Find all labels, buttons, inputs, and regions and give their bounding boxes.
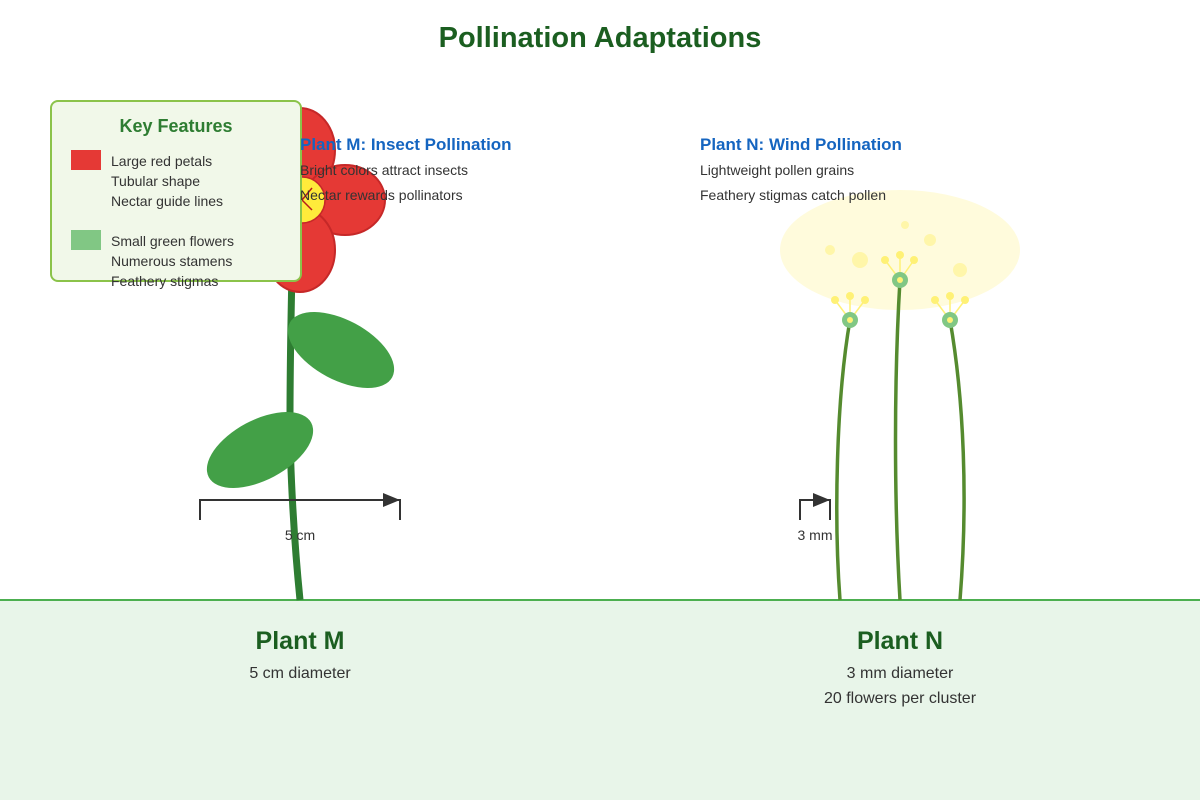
wind-flower-cluster-icon	[780, 190, 1020, 601]
legend-item: Numerous stamens	[111, 253, 233, 269]
plant-m-info-line: Bright colors attract insects	[300, 162, 469, 178]
plant-n-stem-left	[835, 319, 852, 601]
scale-bar-icon	[199, 493, 831, 520]
plant-m-scale-arrow	[383, 493, 400, 507]
plant-m-scale-label: 5 cm	[284, 527, 316, 543]
plant-n-name: Plant N	[856, 627, 944, 655]
plant-m-info-title: Plant M: Insect Pollination	[300, 135, 512, 154]
plant-n-flower-center	[881, 251, 918, 288]
plant-m-detail: 5 cm diameter	[249, 665, 351, 682]
legend-item: Tubular shape	[111, 173, 200, 189]
plant-m-leaf-lower	[206, 412, 314, 488]
legend-title: Key Features	[119, 116, 233, 136]
plant-n-scale-arrow	[813, 493, 830, 507]
legend-item: Feathery stigmas	[111, 273, 219, 289]
pollen-grains	[825, 221, 967, 277]
ground	[0, 600, 1200, 800]
plant-m-info-line: Nectar rewards pollinators	[300, 187, 463, 203]
legend-item: Small green flowers	[111, 233, 234, 249]
plant-m-name: Plant M	[255, 627, 345, 655]
plant-m-scale-bar	[199, 499, 401, 520]
legend-swatch-red	[71, 150, 101, 170]
plant-n-flower-left	[831, 292, 869, 328]
plant-n-detail: 3 mm diameter	[846, 665, 954, 682]
legend-swatch-green	[71, 230, 101, 250]
pollen-cloud	[780, 190, 1020, 310]
plant-n-info-line: Lightweight pollen grains	[700, 162, 855, 178]
plant-m-leaf-upper	[287, 312, 395, 388]
key-features-legend: Key Features Large red petals Tubular sh…	[50, 100, 302, 289]
plant-n-info-line: Feathery stigmas catch pollen	[700, 187, 886, 203]
page-title: Pollination Adaptations	[438, 22, 762, 54]
legend-item: Nectar guide lines	[111, 193, 224, 209]
plant-n-detail: 20 flowers per cluster	[823, 690, 977, 707]
plant-n-stem-right	[948, 319, 966, 601]
plant-n-info-title: Plant N: Wind Pollination	[700, 135, 902, 154]
plant-n-stem-center	[893, 279, 902, 601]
plant-n-scale-label: 3 mm	[797, 527, 833, 543]
plant-n-flower-right	[931, 292, 969, 328]
legend-item: Large red petals	[111, 153, 213, 169]
